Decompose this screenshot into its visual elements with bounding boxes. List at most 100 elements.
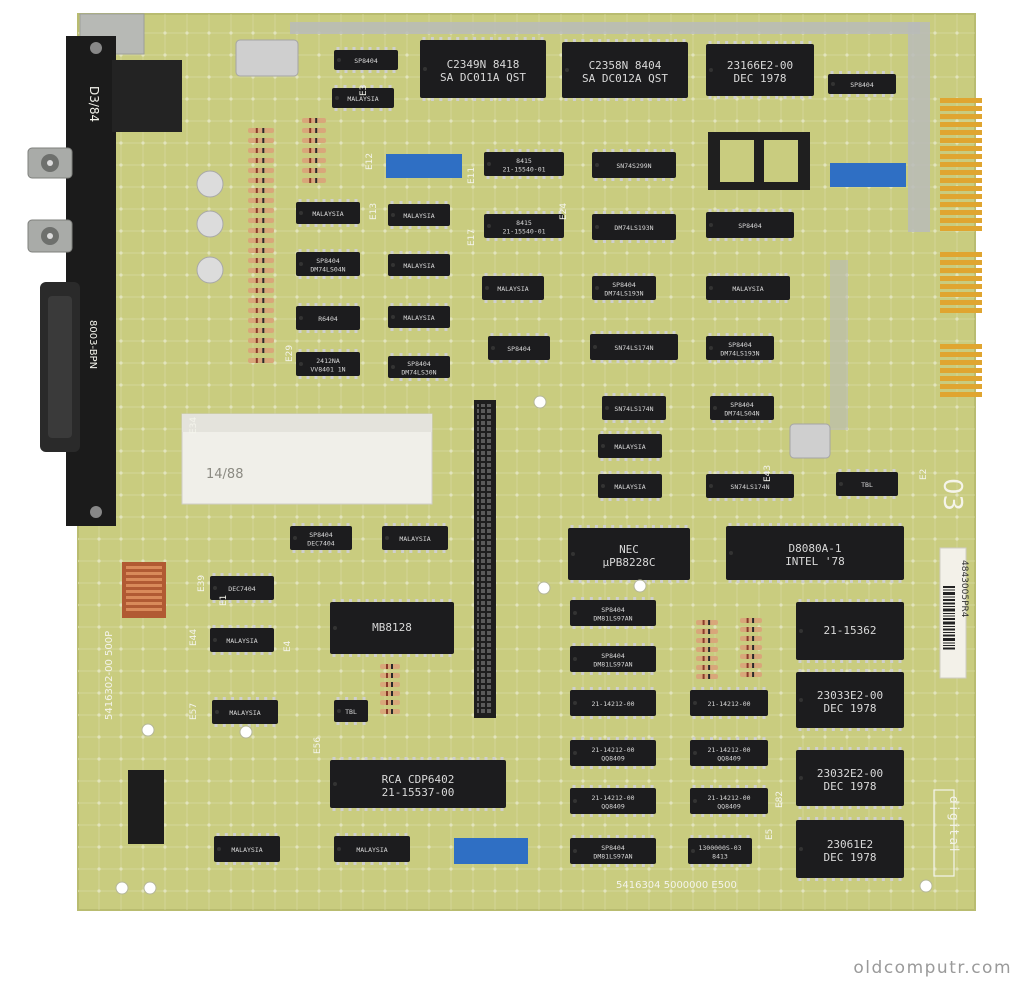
chip-rca-cdp6402-label: RCA CDP6402 xyxy=(382,773,455,786)
ic-8415-b-label-b: 21-15540-01 xyxy=(502,228,545,236)
ic-malaysia-n: MALAYSIA xyxy=(334,833,410,865)
ic-21-14212-f-label-b: QQ8409 xyxy=(717,803,741,811)
silk-e-label-24: E24 xyxy=(559,203,569,220)
crystal-oscillator-2 xyxy=(789,423,831,459)
silk-e-label-34: E34 xyxy=(189,417,199,434)
chip-rom2-label: 23032E2-00 xyxy=(817,767,883,780)
digital-logo: digital xyxy=(933,789,961,877)
ic-sp8404-h-label-b: DM74LS193N xyxy=(720,350,759,358)
ic-sp8404-j-label: SP8404 xyxy=(309,531,333,539)
ic-malaysia-n-label: MALAYSIA xyxy=(356,846,387,854)
ic-sn74ls-a-label: SN74LS174N xyxy=(614,344,653,352)
ic-21-14212-c-label-b: QQ8409 xyxy=(601,755,625,763)
silk-e-label-1: E1 xyxy=(219,595,229,606)
ic-malaysia-b: MALAYSIA xyxy=(296,199,360,227)
chip-rom4-label: 21-15362 xyxy=(824,624,877,637)
ic-tbl: TBL xyxy=(836,469,898,499)
ic-sp8404-a-label: SP8404 xyxy=(354,57,378,65)
ic-sp8404-k-label-b: DM81LS97AN xyxy=(593,615,632,623)
chip-dc012-label-b: SA DC012A QST xyxy=(582,72,668,85)
silk-e-label-17: E17 xyxy=(467,229,477,246)
ic-sp8404-b: SP8404 xyxy=(828,71,896,97)
ic-sp8404-a: SP8404 xyxy=(334,47,398,73)
chip-8228-label: NEC xyxy=(619,543,639,556)
barcode-sticker: 4843005PR4 xyxy=(939,547,969,679)
ic-sn74ls-b: SN74LS174N xyxy=(602,393,666,423)
ic-21-14212-d-label-b: QQ8409 xyxy=(717,755,741,763)
ic-malaysia-c-label: MALAYSIA xyxy=(403,212,434,220)
capacitor-2 xyxy=(196,210,224,238)
white-connector-block: 14/88 xyxy=(181,413,433,505)
chip-8080-label-b: INTEL '78 xyxy=(785,555,845,568)
ic-2412-label: 2412NA xyxy=(316,357,340,365)
connector-tag-b: 8003-BPN xyxy=(87,320,98,369)
blue-trimmer-2 xyxy=(830,163,906,187)
ic-malaysia-e: MALAYSIA xyxy=(388,303,450,331)
chip-rom1-label: 23033E2-00 xyxy=(817,689,883,702)
silk-e-label-3: E3 xyxy=(359,85,369,96)
ic-13000008-label-b: 8413 xyxy=(712,853,728,861)
edge-connector xyxy=(940,98,982,397)
ic-sp8404-c: SP8404 xyxy=(706,209,794,241)
ic-malaysia-k-label: MALAYSIA xyxy=(226,637,257,645)
ic-malaysia-h: MALAYSIA xyxy=(598,431,662,461)
watermark: oldcomputr.com xyxy=(853,958,1012,978)
chip-8080-label: D8080A-1 xyxy=(789,542,842,555)
ic-sp8404-g: SP8404 xyxy=(488,333,550,363)
blue-trimmer-3 xyxy=(454,838,528,864)
ic-sp8404-b-label: SP8404 xyxy=(850,81,874,89)
chip-rom5-label: 23166E2-00 xyxy=(727,59,793,72)
capacitor-1 xyxy=(196,170,224,198)
ic-sn74s299: SN74S299N xyxy=(592,149,676,181)
silk-e-label-56: E56 xyxy=(313,737,323,754)
ic-sp8404-e-label-b: DM74LS30N xyxy=(401,369,436,377)
silk-e-label-44: E44 xyxy=(189,629,199,646)
ic-8415-a-label: 8415 xyxy=(516,157,532,165)
ic-malaysia-l-label: MALAYSIA xyxy=(229,709,260,717)
ic-malaysia-i-label: MALAYSIA xyxy=(614,483,645,491)
connector-tag: D3/84 xyxy=(87,86,101,122)
ic-8415-a-label-b: 21-15540-01 xyxy=(502,166,545,174)
ic-sp8404-m-label: SP8404 xyxy=(601,844,625,852)
ic-sp8404-d-label: SP8404 xyxy=(316,257,340,265)
board-tag-03: 03 xyxy=(937,478,967,511)
chip-rom2-label-b: DEC 1978 xyxy=(824,780,877,793)
ic-21-14212-e-label-b: QQ8409 xyxy=(601,803,625,811)
ic-malaysia-i: MALAYSIA xyxy=(598,471,662,501)
ic-sp8404-d-label-b: DM74LS04N xyxy=(310,266,345,274)
chip-dc011-label-b: SA DC011A QST xyxy=(440,71,526,84)
chip-rom3-label: 23061E2 xyxy=(827,838,873,851)
dip-switch-header xyxy=(128,770,164,844)
ic-malaysia-f: MALAYSIA xyxy=(482,273,544,303)
board-part-number: 5416302-00 500P xyxy=(104,631,115,720)
ic-malaysia-a: MALAYSIA xyxy=(332,85,394,111)
ic-21-14212-b-label: 21-14212-00 xyxy=(707,700,750,708)
ic-small-a: TBL xyxy=(334,697,368,725)
ic-sp8404-j-label-b: DEC7404 xyxy=(307,540,334,548)
ic-sn74ls-a: SN74LS174N xyxy=(590,331,678,363)
ic-sp8404-h-label: SP8404 xyxy=(728,341,752,349)
ic-sn74ls-b-label: SN74LS174N xyxy=(614,405,653,413)
ic-21-14212-a: 21-14212-00 xyxy=(570,687,656,719)
ic-r6404-label: R6404 xyxy=(318,315,338,323)
ic-sp8404-c-label: SP8404 xyxy=(738,222,762,230)
silk-e-label-12: E12 xyxy=(365,153,375,170)
ic-malaysia-k: MALAYSIA xyxy=(210,625,274,655)
silk-e-label-43: E43 xyxy=(763,465,773,482)
chip-rca-cdp6402-label-b: 21-15537-00 xyxy=(382,786,455,799)
